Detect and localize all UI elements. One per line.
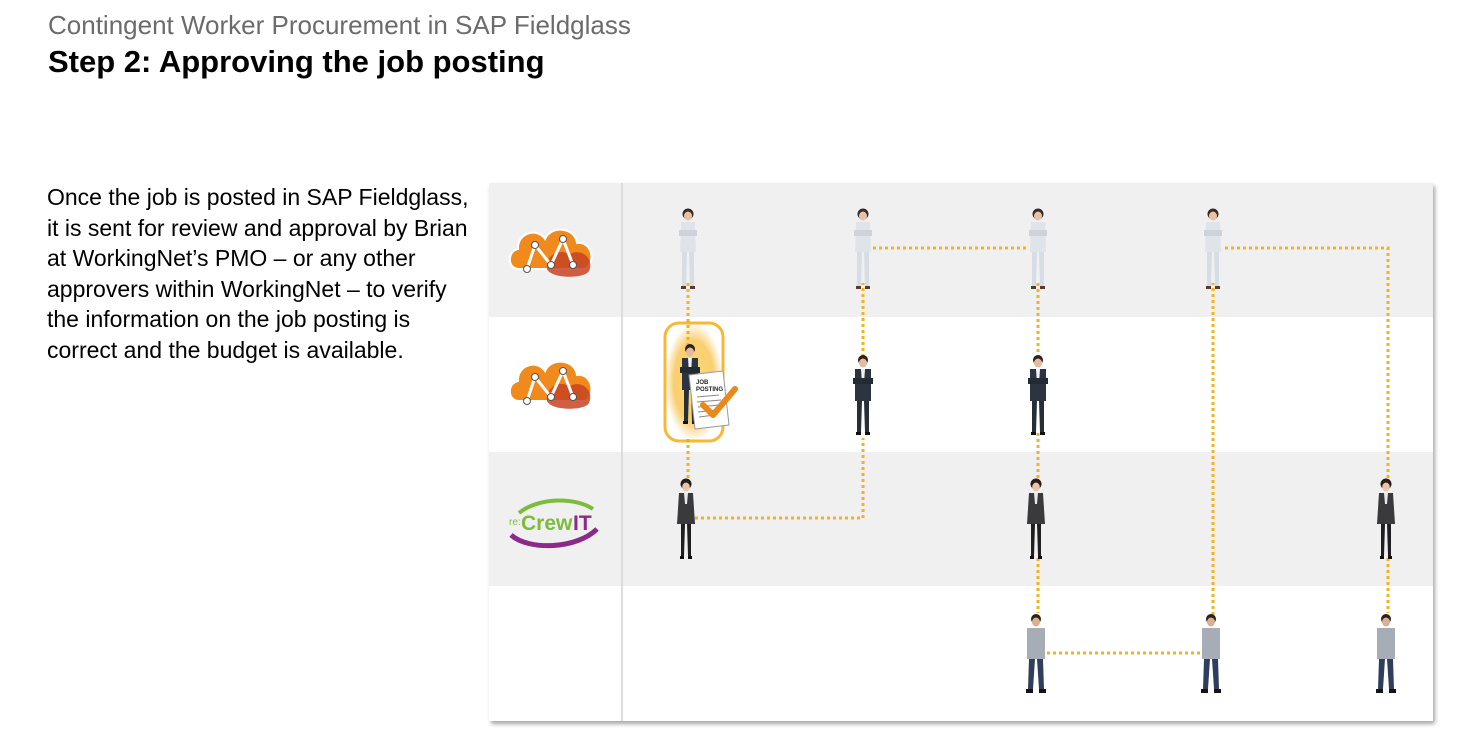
slide-title: Step 2: Approving the job posting xyxy=(48,44,545,79)
lane-candidates xyxy=(489,586,1433,721)
lane-workingnet-managers xyxy=(489,317,1433,452)
recrewit-logo-icon: re: Crew IT xyxy=(509,498,599,549)
svg-text:POSTING: POSTING xyxy=(696,387,723,393)
process-flow-diagram: re: Crew IT JOB POSTING xyxy=(489,183,1433,721)
lane-recrewit-suppliers xyxy=(489,452,1433,586)
svg-text:IT: IT xyxy=(573,512,592,535)
presentation-subtitle: Contingent Worker Procurement in SAP Fie… xyxy=(48,10,631,40)
description-paragraph: Once the job is posted in SAP Fieldglass… xyxy=(47,184,469,363)
checkmark-icon xyxy=(700,386,738,418)
lane-workingnet-executives xyxy=(489,183,1433,317)
svg-text:Crew: Crew xyxy=(521,512,573,535)
workflow-connectors xyxy=(686,246,1390,655)
svg-text:re:: re: xyxy=(509,517,521,528)
svg-text:JOB: JOB xyxy=(696,380,709,386)
job-posting-document: JOB POSTING xyxy=(688,370,738,430)
